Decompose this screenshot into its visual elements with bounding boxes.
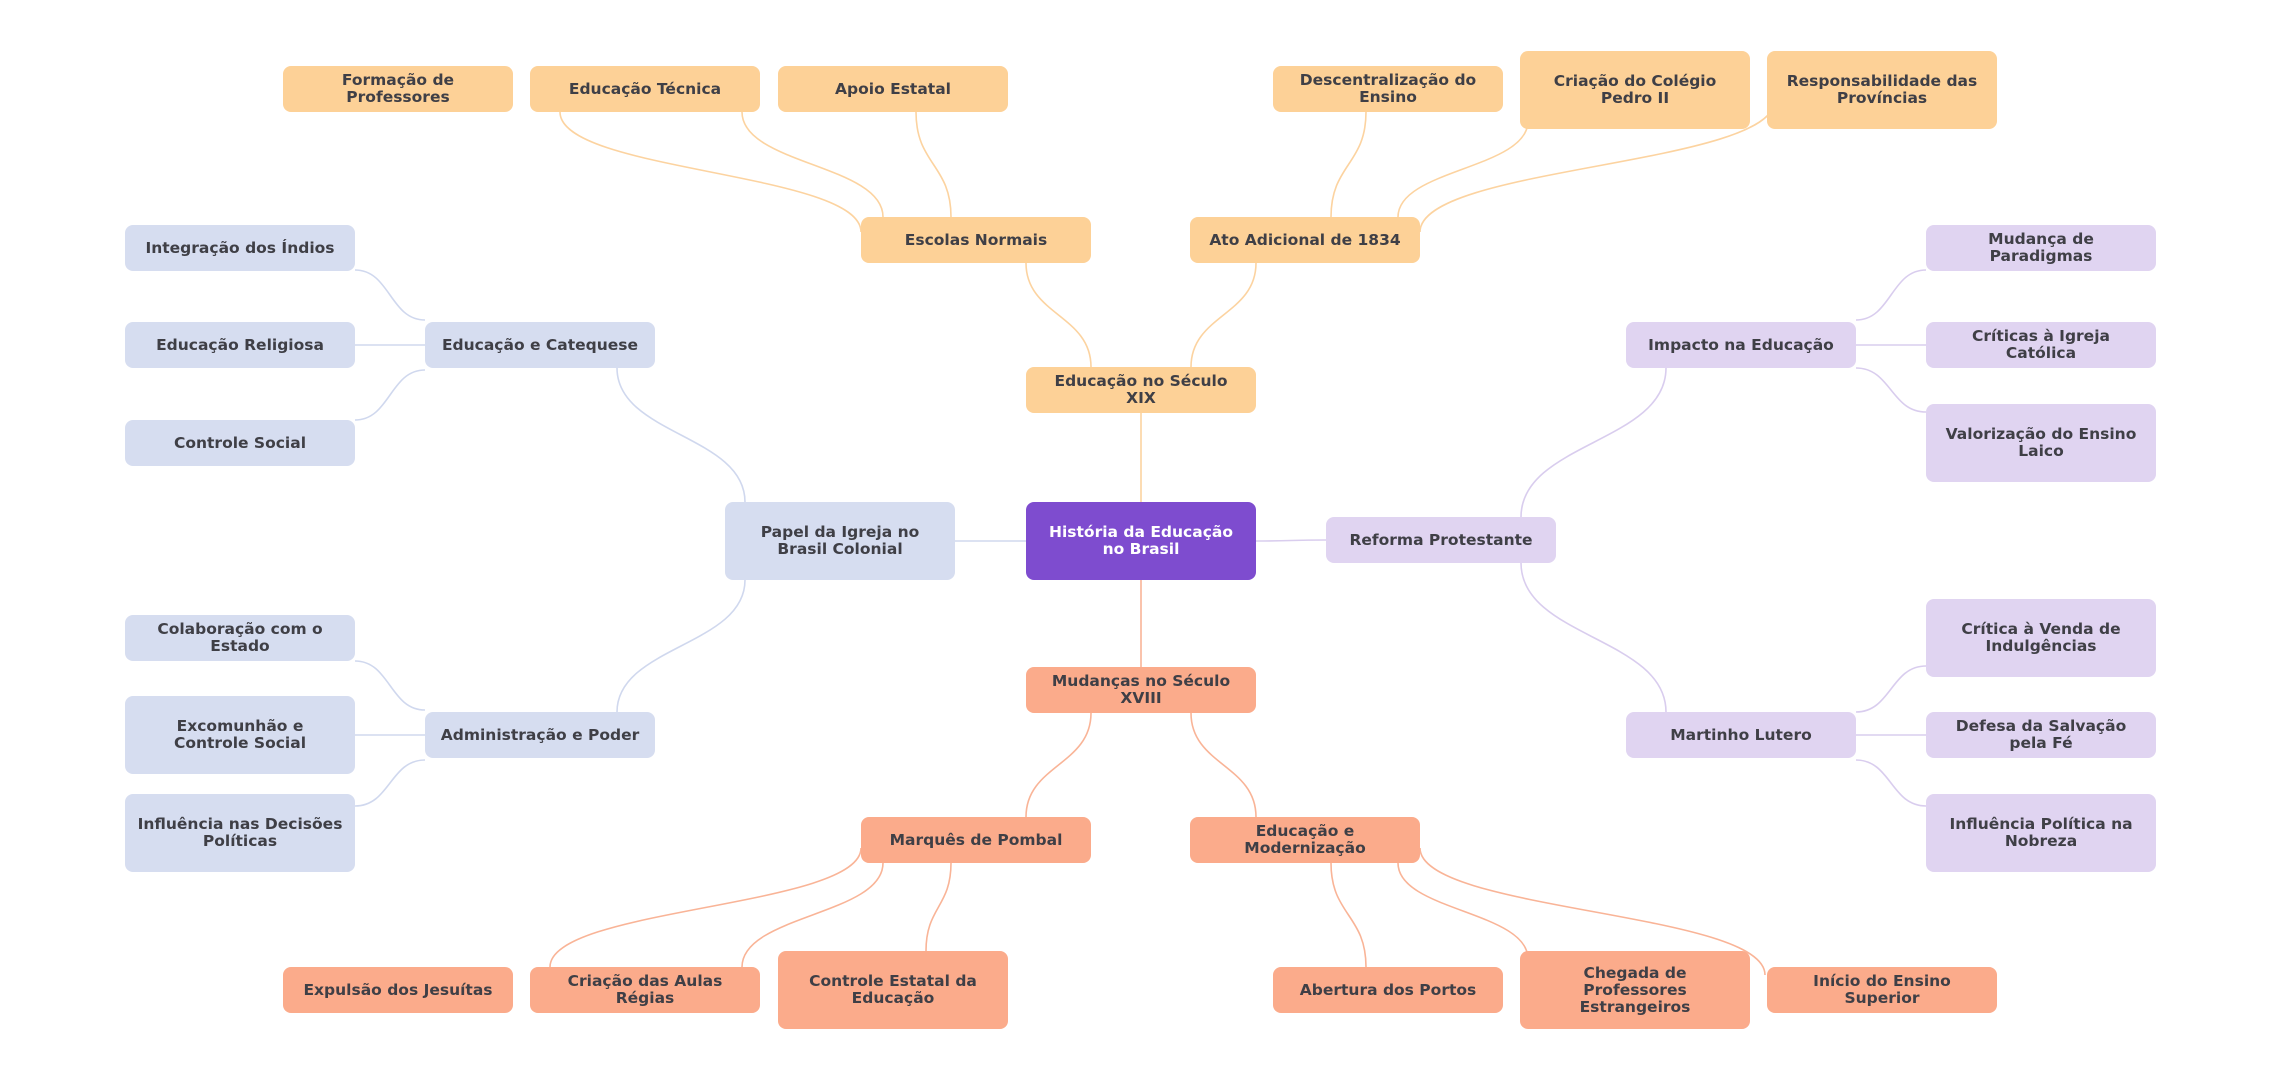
connector-line bbox=[1330, 862, 1367, 968]
leaf-colaboracao-estado[interactable]: Colaboração com o Estado bbox=[125, 615, 355, 661]
leaf-formacao-professores[interactable]: Formação de Professores bbox=[283, 66, 513, 112]
connector-line bbox=[616, 579, 746, 713]
connector-line bbox=[1855, 759, 1927, 807]
connector-line bbox=[354, 369, 426, 421]
connector-line bbox=[1397, 120, 1529, 218]
node-educacao-modernizacao[interactable]: Educação e Modernização bbox=[1190, 817, 1420, 863]
connector-line bbox=[1419, 99, 1776, 233]
leaf-criticas-igreja[interactable]: Críticas à Igreja Católica bbox=[1926, 322, 2156, 368]
leaf-ensino-superior[interactable]: Início do Ensino Superior bbox=[1767, 967, 1997, 1013]
node-marques-pombal[interactable]: Marquês de Pombal bbox=[861, 817, 1091, 863]
leaf-mudanca-paradigmas[interactable]: Mudança de Paradigmas bbox=[1926, 225, 2156, 271]
branch-seculo-xviii[interactable]: Mudanças no Século XVIII bbox=[1026, 667, 1256, 713]
leaf-integracao-indios[interactable]: Integração dos Índios bbox=[125, 225, 355, 271]
leaf-colegio-pedro-ii[interactable]: Criação do Colégio Pedro II bbox=[1520, 51, 1750, 129]
branch-reforma-protestante[interactable]: Reforma Protestante bbox=[1326, 517, 1556, 563]
leaf-influencia-decisoes[interactable]: Influência nas Decisões Políticas bbox=[125, 794, 355, 872]
connector-line bbox=[741, 111, 884, 218]
connector-line bbox=[1520, 562, 1667, 713]
node-martinho-lutero[interactable]: Martinho Lutero bbox=[1626, 712, 1856, 758]
leaf-descentralizacao[interactable]: Descentralização do Ensino bbox=[1273, 66, 1503, 112]
connector-line bbox=[741, 862, 884, 968]
branch-seculo-xix[interactable]: Educação no Século XIX bbox=[1026, 367, 1256, 413]
connector-line bbox=[915, 111, 952, 218]
connector-line bbox=[354, 759, 426, 807]
branch-igreja[interactable]: Papel da Igreja no Brasil Colonial bbox=[725, 502, 955, 580]
node-impacto-educacao[interactable]: Impacto na Educação bbox=[1626, 322, 1856, 368]
connector-line bbox=[1520, 367, 1667, 518]
node-ato-adicional[interactable]: Ato Adicional de 1834 bbox=[1190, 217, 1420, 263]
leaf-controle-social[interactable]: Controle Social bbox=[125, 420, 355, 466]
leaf-aulas-regias[interactable]: Criação das Aulas Régias bbox=[530, 967, 760, 1013]
leaf-abertura-portos[interactable]: Abertura dos Portos bbox=[1273, 967, 1503, 1013]
connector-line bbox=[925, 862, 952, 952]
leaf-controle-estatal[interactable]: Controle Estatal da Educação bbox=[778, 951, 1008, 1029]
node-administracao-poder[interactable]: Administração e Poder bbox=[425, 712, 655, 758]
connector-line bbox=[1855, 269, 1927, 321]
leaf-professores-estrangeiros[interactable]: Chegada de Professores Estrangeiros bbox=[1520, 951, 1750, 1029]
connector-line bbox=[1025, 712, 1092, 818]
connector-line bbox=[354, 660, 426, 711]
leaf-valorizacao-ensino-laico[interactable]: Valorização do Ensino Laico bbox=[1926, 404, 2156, 482]
connector-line bbox=[1190, 712, 1257, 818]
leaf-excomunhao[interactable]: Excomunhão e Controle Social bbox=[125, 696, 355, 774]
root-node[interactable]: História da Educação no Brasil bbox=[1026, 502, 1256, 580]
connector-line bbox=[1330, 111, 1367, 218]
connector-line bbox=[354, 269, 426, 321]
connector-line bbox=[1855, 665, 1927, 713]
connector-line bbox=[549, 847, 862, 968]
leaf-salvacao-fe[interactable]: Defesa da Salvação pela Fé bbox=[1926, 712, 2156, 758]
node-escolas-normais[interactable]: Escolas Normais bbox=[861, 217, 1091, 263]
connector-line bbox=[1255, 539, 1327, 542]
connector-line bbox=[1397, 862, 1529, 960]
leaf-educacao-tecnica[interactable]: Educação Técnica bbox=[530, 66, 760, 112]
node-educacao-catequese[interactable]: Educação e Catequese bbox=[425, 322, 655, 368]
leaf-influencia-nobreza[interactable]: Influência Política na Nobreza bbox=[1926, 794, 2156, 872]
leaf-apoio-estatal[interactable]: Apoio Estatal bbox=[778, 66, 1008, 112]
connector-line bbox=[559, 111, 862, 233]
connector-line bbox=[1025, 262, 1092, 368]
connector-line bbox=[1855, 367, 1927, 413]
connector-line bbox=[616, 367, 746, 503]
connector-line bbox=[1190, 262, 1257, 368]
leaf-critica-indulgencias[interactable]: Crítica à Venda de Indulgências bbox=[1926, 599, 2156, 677]
leaf-educacao-religiosa[interactable]: Educação Religiosa bbox=[125, 322, 355, 368]
leaf-expulsao-jesuitas[interactable]: Expulsão dos Jesuítas bbox=[283, 967, 513, 1013]
leaf-responsabilidade-provincias[interactable]: Responsabilidade das Províncias bbox=[1767, 51, 1997, 129]
